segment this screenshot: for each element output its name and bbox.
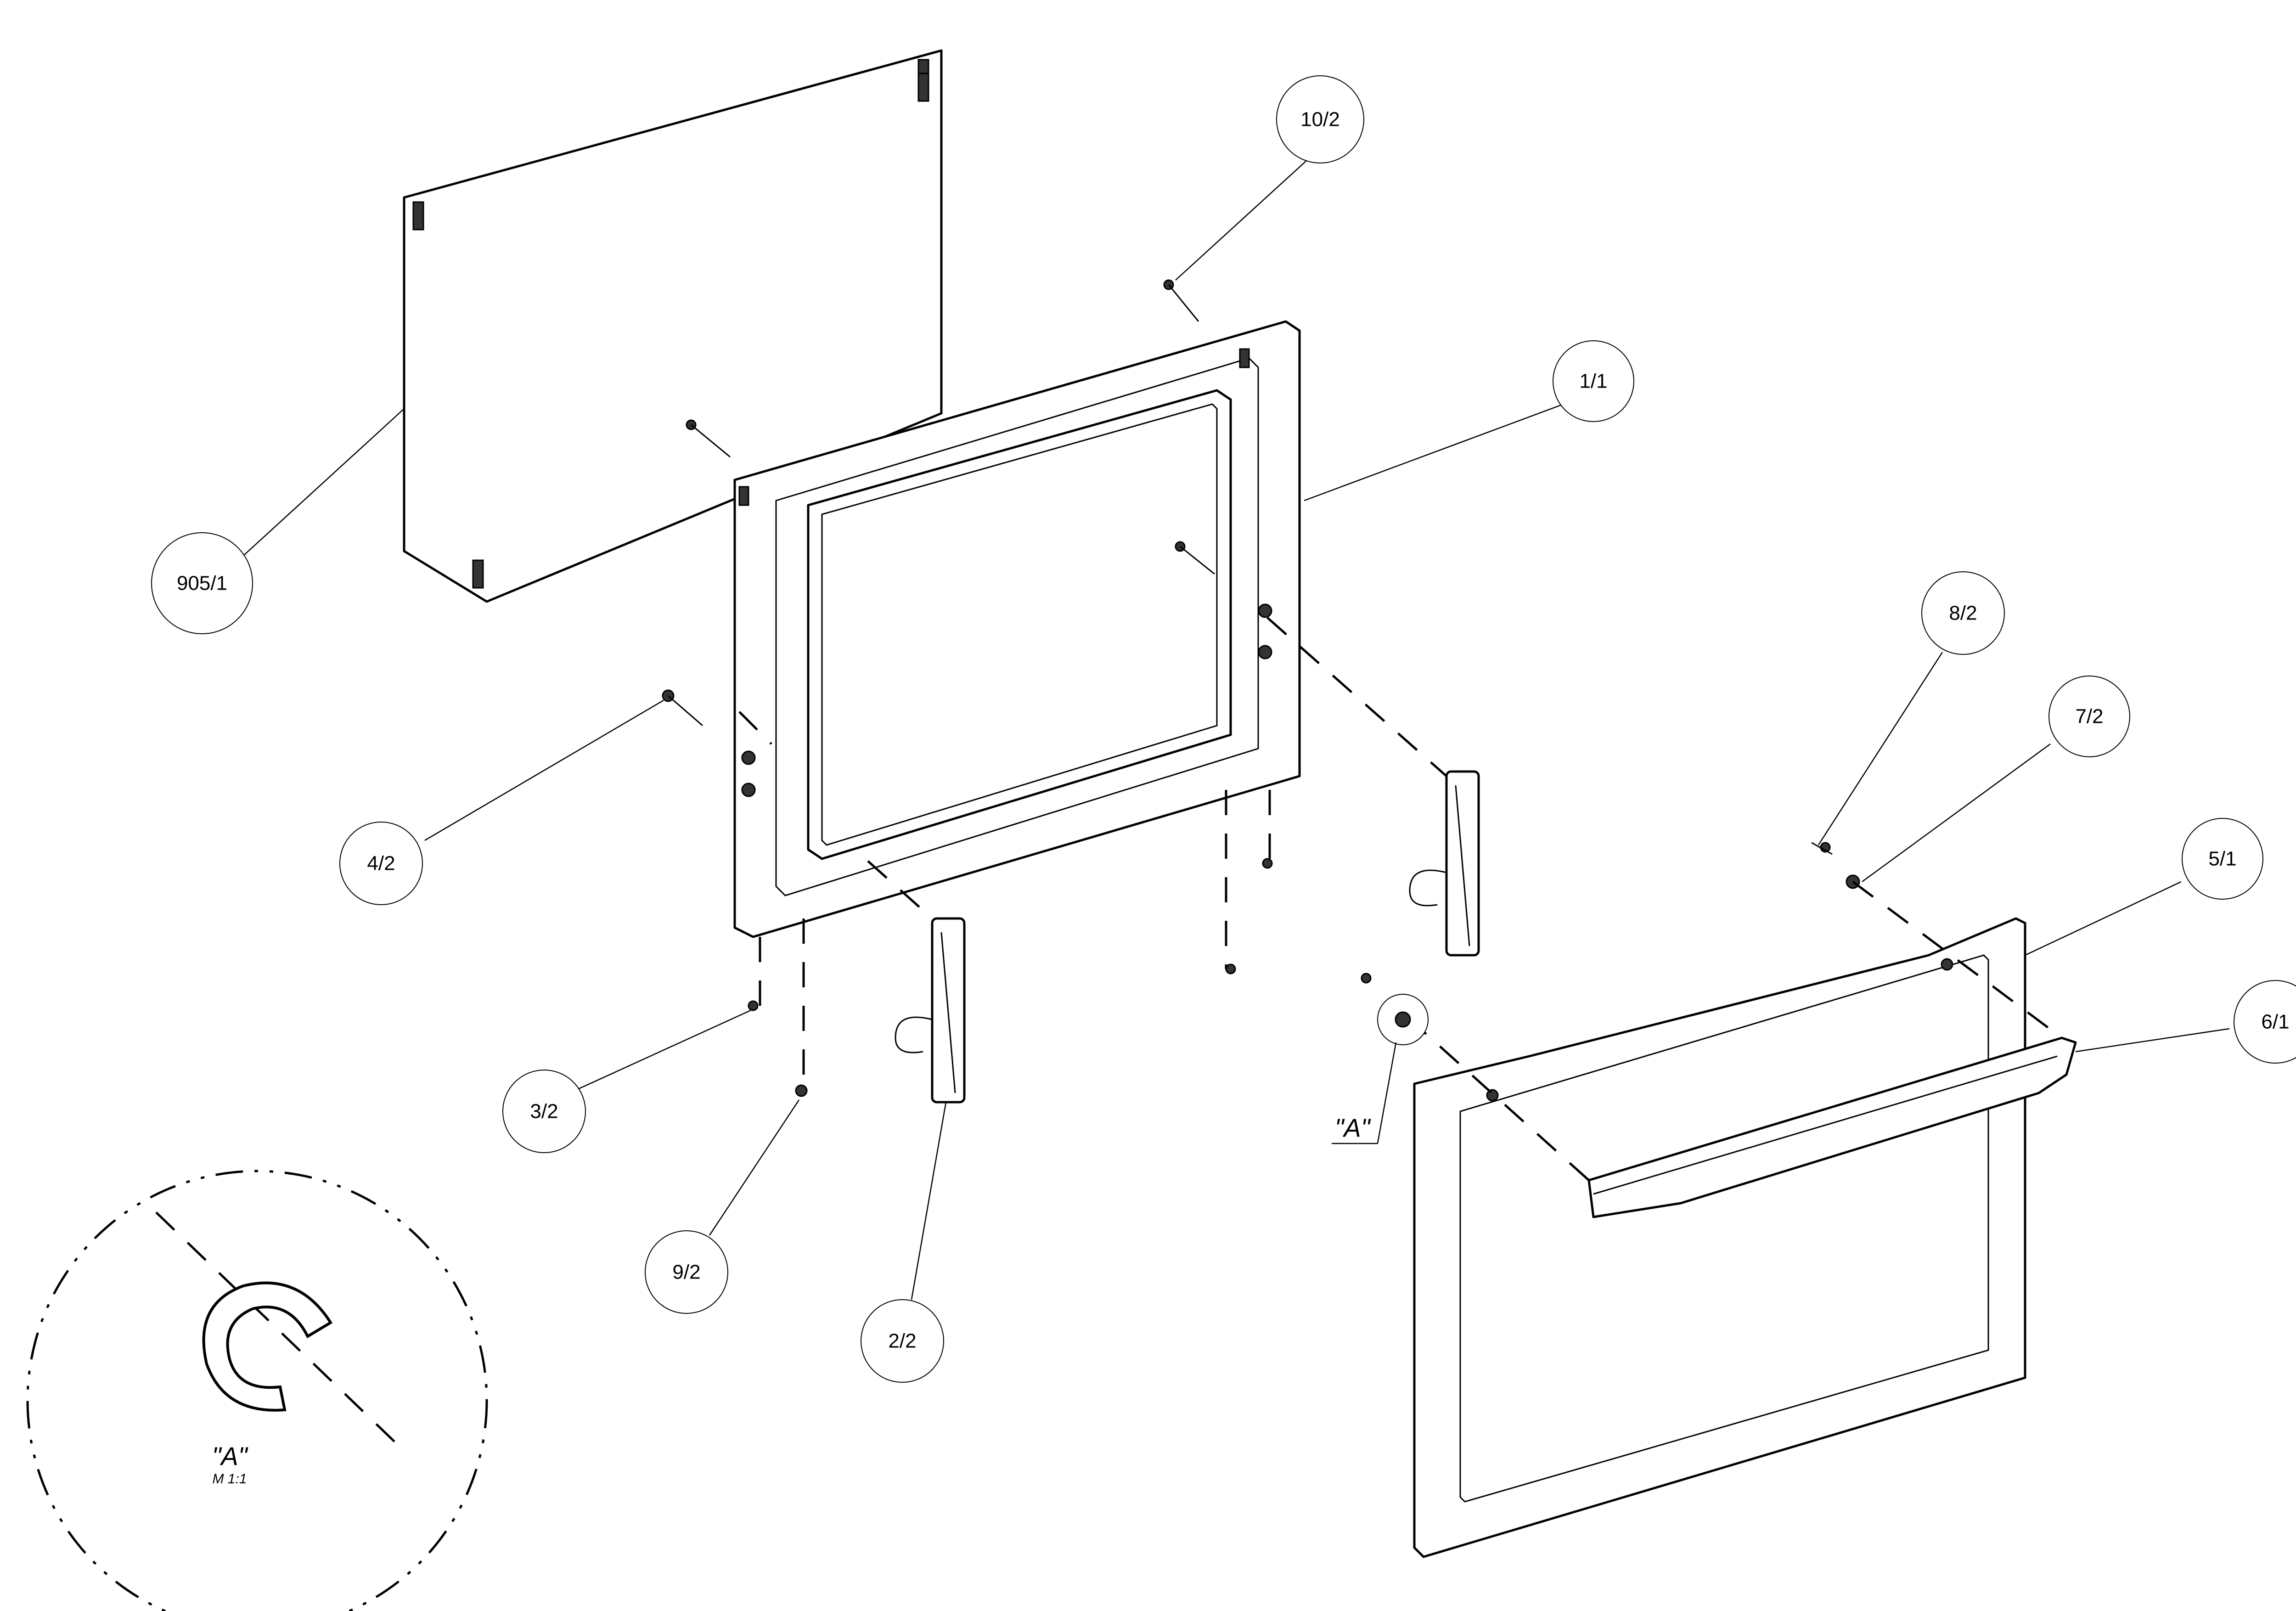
callout-2-2: 2/2 [861, 1299, 944, 1383]
assembly-lines [738, 617, 2063, 1181]
detail-a-reference-label: "A" [1334, 1113, 1371, 1142]
detail-a-view: "A" M 1:1 [26, 1170, 488, 1611]
callout-6-1: 6/1 [2234, 980, 2296, 1064]
inner-door-frame [733, 320, 1301, 938]
svg-text:9/2: 9/2 [672, 1261, 700, 1284]
svg-text:7/2: 7/2 [2075, 705, 2103, 728]
outer-glass-door [1413, 917, 2026, 1558]
callout-10-2: 10/2 [1276, 75, 1364, 163]
callout-7-2: 7/2 [2048, 676, 2130, 757]
callout-4-2: 4/2 [339, 822, 423, 905]
svg-text:3/2: 3/2 [530, 1100, 558, 1123]
detail-a-view-scale: M 1:1 [212, 1471, 247, 1487]
svg-text:10/2: 10/2 [1300, 108, 1340, 131]
svg-text:8/2: 8/2 [1949, 602, 1977, 625]
callout-8-2: 8/2 [1921, 571, 2005, 655]
svg-text:2/2: 2/2 [888, 1330, 916, 1352]
hinge-left [895, 917, 966, 1104]
svg-text:4/2: 4/2 [367, 852, 395, 875]
svg-text:5/1: 5/1 [2208, 848, 2236, 870]
callout-5-1: 5/1 [2182, 818, 2263, 900]
screw-3-2 [748, 1000, 759, 1011]
svg-text:1/1: 1/1 [1579, 370, 1607, 393]
door-handle [1587, 1036, 2077, 1218]
svg-text:905/1: 905/1 [177, 572, 227, 595]
hinge-right [1409, 770, 1480, 957]
callout-905-1: 905/1 [151, 532, 253, 634]
screw-9-2 [795, 1084, 808, 1097]
leader-lines [243, 160, 2230, 1300]
callout-3-2: 3/2 [502, 1070, 586, 1153]
svg-text:6/1: 6/1 [2261, 1011, 2289, 1033]
detail-a-view-label: "A" [212, 1442, 248, 1470]
c-clip-icon [202, 1281, 333, 1412]
callout-1-1: 1/1 [1553, 340, 1634, 422]
callout-9-2: 9/2 [645, 1230, 728, 1314]
